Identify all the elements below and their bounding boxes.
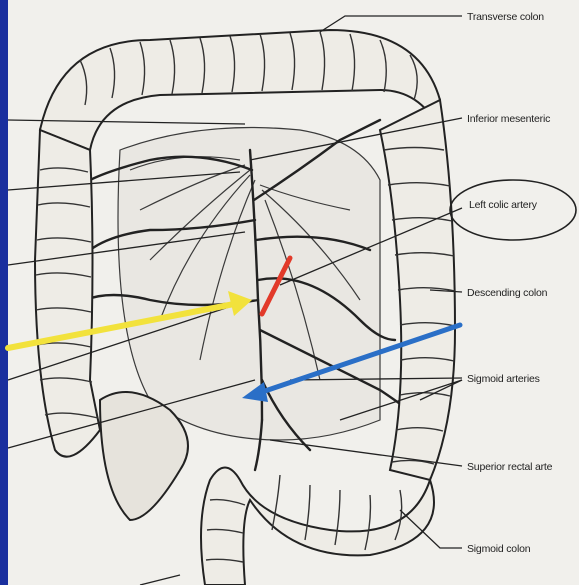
label-left-colic-artery: Left colic artery [469,199,538,211]
label-transverse-colon: Transverse colon [467,11,544,23]
label-inferior-mesenteric: Inferior mesenteric [467,113,550,125]
label-sigmoid-arteries: Sigmoid arteries [467,373,540,385]
label-sigmoid-colon: Sigmoid colon [467,543,531,555]
ascending-colon-shape [35,130,100,457]
label-superior-rectal-artery: Superior rectal arte [467,461,553,473]
label-descending-colon: Descending colon [467,287,548,299]
